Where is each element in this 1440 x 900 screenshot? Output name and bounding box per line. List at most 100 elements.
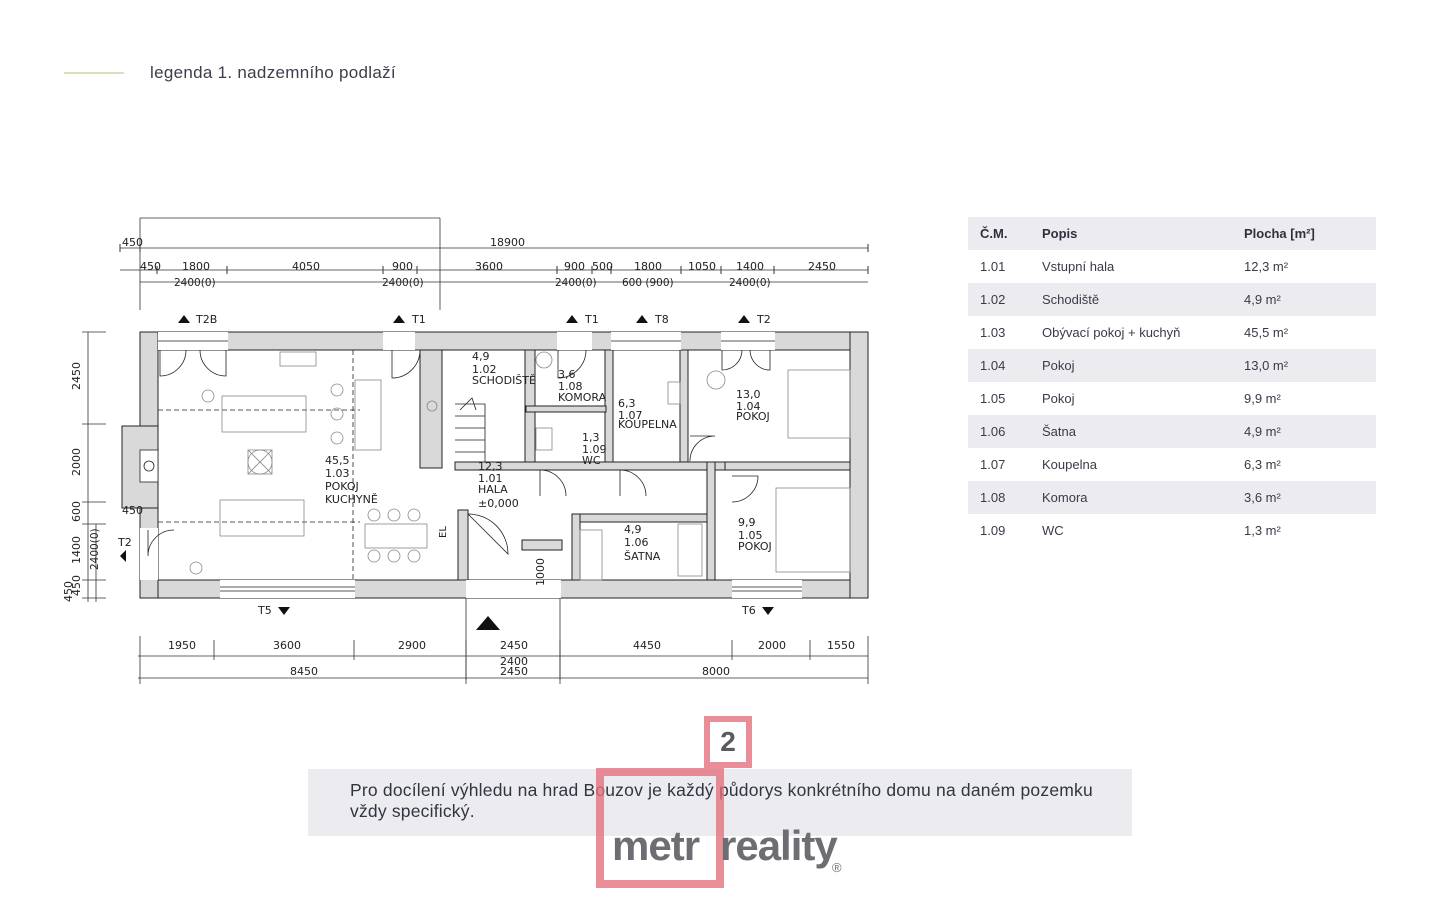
window-tag-t1a: T1 [411, 313, 426, 326]
window-tag-t2a: T2 [756, 313, 771, 326]
dim-entry: 1000 [534, 558, 547, 586]
dim-top-windows: 2400(0) 2400(0) 2400(0) 600 (900) 2400(0… [174, 277, 771, 289]
room-109-area: 1,3 [582, 431, 600, 444]
bottom-dimensions [138, 636, 869, 684]
legend-row: 1.01 Vstupní hala 12,3 m² [968, 250, 1376, 283]
logo-word-metr: metr [612, 822, 700, 869]
dim-top-3: 900 [392, 260, 413, 273]
room-labels: 45,5 1.03 POKOJ KUCHYNĚ 4,9 1.02 SCHODIŠ… [325, 350, 772, 563]
legend-cell-plocha: 4,9 m² [1244, 292, 1281, 307]
header-rule [64, 72, 124, 74]
dim-bottom-6: 1550 [827, 639, 855, 652]
room-107-area: 6,3 [618, 397, 636, 410]
furniture [189, 351, 851, 581]
room-106-code: 1.06 [624, 536, 649, 549]
window-tag-t5: T5 [257, 604, 272, 617]
legend-cell-popis: Schodiště [1042, 292, 1100, 307]
legend-cell-popis: Koupelna [1042, 457, 1097, 472]
dim-top-5: 900 [564, 260, 585, 273]
brand-logo: 2 metr reality ® [596, 716, 856, 888]
dim-window-1: 2400(0) [382, 277, 424, 289]
window-tag-t6: T6 [741, 604, 756, 617]
legend-row: 1.04 Pokoj 13,0 m² [968, 349, 1376, 382]
legend-cell-cm: 1.03 [980, 325, 1006, 340]
dim-left-3: 1400 [70, 536, 83, 564]
room-107-name1: KOUPELNA [618, 418, 677, 431]
floor-plan: 450 18900 450 1800 4050 900 3600 900 500… [62, 217, 869, 684]
legend-cell-popis: Šatna [1042, 424, 1076, 439]
dim-bottom-total-1: 8000 [702, 665, 730, 678]
room-101-area: 12,3 [478, 460, 503, 473]
dim-window-0: 2400(0) [174, 277, 216, 289]
room-legend-table: Č.M. Popis Plocha [m²] 1.01 Vstupní hala… [968, 217, 1376, 547]
legend-row: 1.02 Schodiště 4,9 m² [968, 283, 1376, 316]
room-108-name1: KOMORA [558, 391, 607, 404]
ceiling-lines [158, 350, 360, 580]
room-102-name1: SCHODIŠTĚ [472, 374, 536, 387]
dim-left-0: 2450 [70, 362, 83, 390]
legend-cell-plocha: 4,9 m² [1244, 424, 1281, 439]
dim-bottom-1: 3600 [273, 639, 301, 652]
logo-frame [596, 768, 724, 888]
room-109-name1: WC [582, 454, 601, 467]
legend-row: 1.08 Komora 3,6 m² [968, 481, 1376, 514]
dim-left-5: 450 [62, 581, 75, 602]
legend-cell-cm: 1.08 [980, 490, 1006, 505]
dim-top-8: 1050 [688, 260, 716, 273]
room-102-code: 1.02 [472, 363, 497, 376]
logo-registered-icon: ® [832, 860, 842, 875]
room-104-name1: POKOJ [736, 410, 770, 423]
window-tag-t2b-left: T2 [117, 536, 132, 549]
legend-header-plocha: Plocha [m²] [1244, 226, 1315, 241]
legend-cell-plocha: 12,3 m² [1244, 259, 1289, 274]
window-tag-t2-left: T2 [117, 536, 132, 562]
dim-top-1: 1800 [182, 260, 210, 273]
room-101-name1: HALA [478, 483, 508, 496]
legend-cell-popis: Pokoj [1042, 391, 1075, 406]
legend-row: 1.06 Šatna 4,9 m² [968, 415, 1376, 448]
legend-cell-cm: 1.09 [980, 523, 1006, 538]
entrance-arrow-icon [476, 616, 500, 630]
dim-top-4: 3600 [475, 260, 503, 273]
dim-left-window: 2400(0) [89, 528, 101, 570]
dim-bottom-mid-0: 2400 [500, 655, 528, 668]
room-106-name1: ŠATNA [624, 550, 661, 563]
top-dim-ticks [119, 244, 869, 274]
dim-top-9: 1400 [736, 260, 764, 273]
dim-bottom-3: 2450 [500, 639, 528, 652]
el-tag: EL [438, 526, 449, 538]
page-header: legenda 1. nadzemního podlaží [64, 60, 396, 86]
dim-left-1: 2000 [70, 448, 83, 476]
dim-bottom-5: 2000 [758, 639, 786, 652]
dim-bottom-0: 1950 [168, 639, 196, 652]
door-swings [147, 349, 771, 557]
legend-cell-plocha: 6,3 m² [1244, 457, 1281, 472]
legend-row: 1.05 Pokoj 9,9 m² [968, 382, 1376, 415]
legend-cell-popis: Obývací pokoj + kuchyň [1042, 325, 1181, 340]
legend-cell-popis: WC [1042, 523, 1064, 538]
room-106-area: 4,9 [624, 523, 642, 536]
room-103-area: 45,5 [325, 454, 350, 467]
legend-cell-plocha: 45,5 m² [1244, 325, 1289, 340]
window-lines [158, 340, 802, 592]
logo-small-frame [704, 716, 752, 768]
dim-left-4: 450 [70, 575, 83, 596]
room-108-code: 1.08 [558, 380, 583, 393]
openings [140, 332, 802, 598]
room-105-code: 1.05 [738, 529, 763, 542]
window-tag-t1b: T1 [584, 313, 599, 326]
dim-top-first: 450 [122, 236, 143, 249]
legend-cell-cm: 1.04 [980, 358, 1006, 373]
page-title: legenda 1. nadzemního podlaží [150, 63, 396, 82]
legend-row: 1.03 Obývací pokoj + kuchyň 45,5 m² [968, 316, 1376, 349]
fireplace-icon [139, 449, 159, 483]
dim-top-6: 500 [592, 260, 613, 273]
legend-header-cm: Č.M. [980, 226, 1008, 241]
bottom-dim-labels: 1950 3600 2900 2450 4450 2000 1550 2400 … [168, 639, 855, 678]
room-105-name1: POKOJ [738, 540, 772, 553]
dim-top-7: 1800 [634, 260, 662, 273]
logo-number: 2 [720, 726, 736, 757]
dim-bottom-total-0: 8450 [290, 665, 318, 678]
room-104-area: 13,0 [736, 388, 761, 401]
room-107-code: 1.07 [618, 409, 643, 422]
